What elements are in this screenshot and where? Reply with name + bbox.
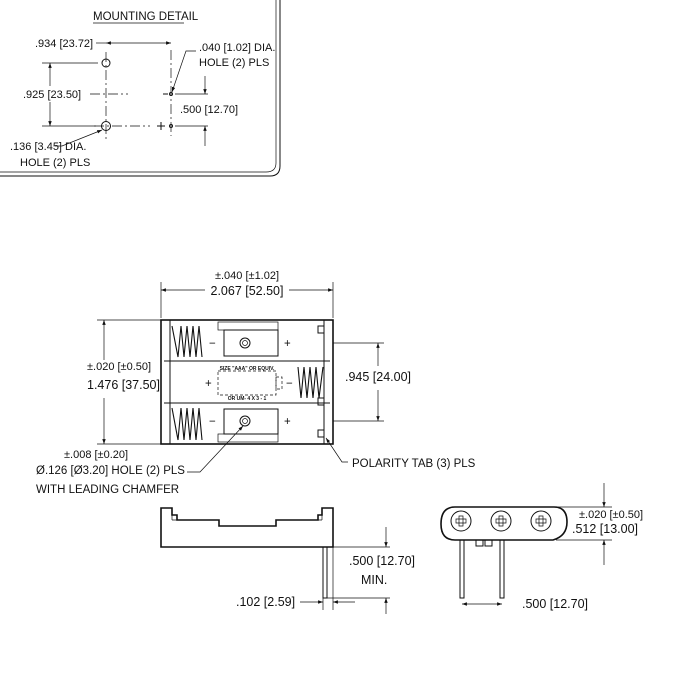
end-cell-left	[450, 510, 472, 532]
large-hole-leader	[55, 129, 103, 147]
dim-925-label: .925 [23.50]	[23, 89, 81, 101]
spring-middle	[297, 366, 324, 399]
cell-top-plus: +	[284, 338, 291, 350]
end-pin-right	[499, 539, 505, 599]
polarity-label: POLARITY TAB (3) PLS	[352, 458, 476, 470]
large-hole-label-2: HOLE (2) PLS	[20, 157, 90, 169]
end-pin-left	[459, 539, 465, 599]
top-height-label: 1.476 [37.50]	[87, 378, 160, 392]
pin-length-label: .500 [12.70]	[349, 554, 415, 568]
pitch-label: .945 [24.00]	[345, 370, 411, 384]
cell-bottom-minus: −	[209, 416, 216, 428]
hole-leader	[187, 425, 244, 473]
cell-middle-button	[275, 376, 283, 390]
top-width-tolerance: ±.040 [±1.02]	[215, 270, 279, 282]
cell-middle-minus: −	[286, 378, 293, 390]
side-body	[160, 507, 334, 548]
end-tab-left	[475, 539, 484, 547]
holder-end-right	[323, 319, 334, 445]
small-hole-leader	[171, 50, 196, 93]
cell-middle-body	[217, 370, 277, 396]
dim-934-label: .934 [23.72]	[35, 38, 93, 50]
cell-text-line1: SIZE "AAA" OR EQUIV.	[220, 366, 275, 372]
cell-bottom-notch	[217, 433, 279, 443]
polarity-tab-bottom	[317, 429, 325, 438]
pin-length-min: MIN.	[361, 573, 387, 587]
top-view: ±.040 [±1.02] 2.067 [52.50] ±.020 [±0.50…	[36, 270, 476, 496]
cell-bottom-plus: +	[284, 416, 291, 428]
mounting-detail: MOUNTING DETAIL .934 [23.72] .925 [23.50…	[0, 0, 281, 177]
top-width-label: 2.067 [52.50]	[211, 284, 284, 298]
cell-bottom-button	[239, 415, 251, 427]
spring-bottom	[171, 407, 203, 441]
pin-spacing-label: .500 [12.70]	[522, 597, 588, 611]
cell-text-line2: OR UM- 4 X 3 - 1	[228, 396, 267, 402]
cell-middle-plus: +	[205, 378, 212, 390]
cell-bottom-button-inner	[242, 418, 248, 424]
end-view: .500 [12.70] ±.020 [±0.50] .512 [13.00]	[440, 483, 643, 611]
cell-top-window	[223, 329, 279, 357]
cell-top-button	[239, 337, 251, 349]
detail-frame	[0, 0, 281, 177]
pin-offset-label: .102 [2.59]	[236, 595, 295, 609]
polarity-leader	[325, 437, 348, 463]
end-cell-middle	[490, 510, 512, 532]
large-hole-label-1: .136 [3.45] DIA.	[10, 141, 86, 153]
spring-top	[171, 325, 203, 358]
detail-frame-inner	[0, 0, 277, 173]
holder-end-left	[160, 319, 171, 445]
side-body-inner-right	[318, 508, 323, 521]
end-tab-right	[484, 539, 493, 547]
side-view: .500 [12.70] MIN. .102 [2.59]	[160, 507, 415, 614]
cell-top-button-inner	[242, 340, 248, 346]
cell-top-minus: −	[209, 338, 216, 350]
small-hole-label-2: HOLE (2) PLS	[199, 57, 269, 69]
side-body-inner-left	[171, 508, 177, 521]
small-hole-label-1: .040 [1.02] DIA.	[199, 42, 275, 54]
cell-top-notch	[217, 321, 279, 331]
polarity-tab-top	[317, 325, 325, 334]
hole-label-1: Ø.126 [Ø3.20] HOLE (2) PLS	[36, 465, 185, 477]
end-cell-right	[530, 510, 552, 532]
top-height-tolerance: ±.020 [±0.50]	[87, 361, 151, 373]
end-body	[440, 506, 568, 541]
hole-tolerance: ±.008 [±0.20]	[64, 449, 128, 461]
mounting-detail-title: MOUNTING DETAIL	[93, 11, 199, 23]
end-height-tolerance: ±.020 [±0.50]	[579, 509, 643, 521]
dim-500-label: .500 [12.70]	[180, 104, 238, 116]
side-pin	[322, 546, 328, 599]
end-height-label: .512 [13.00]	[572, 522, 638, 536]
hole-label-2: WITH LEADING CHAMFER	[36, 484, 179, 496]
polarity-tab-middle	[317, 397, 325, 406]
cell-bottom-window	[223, 408, 279, 435]
